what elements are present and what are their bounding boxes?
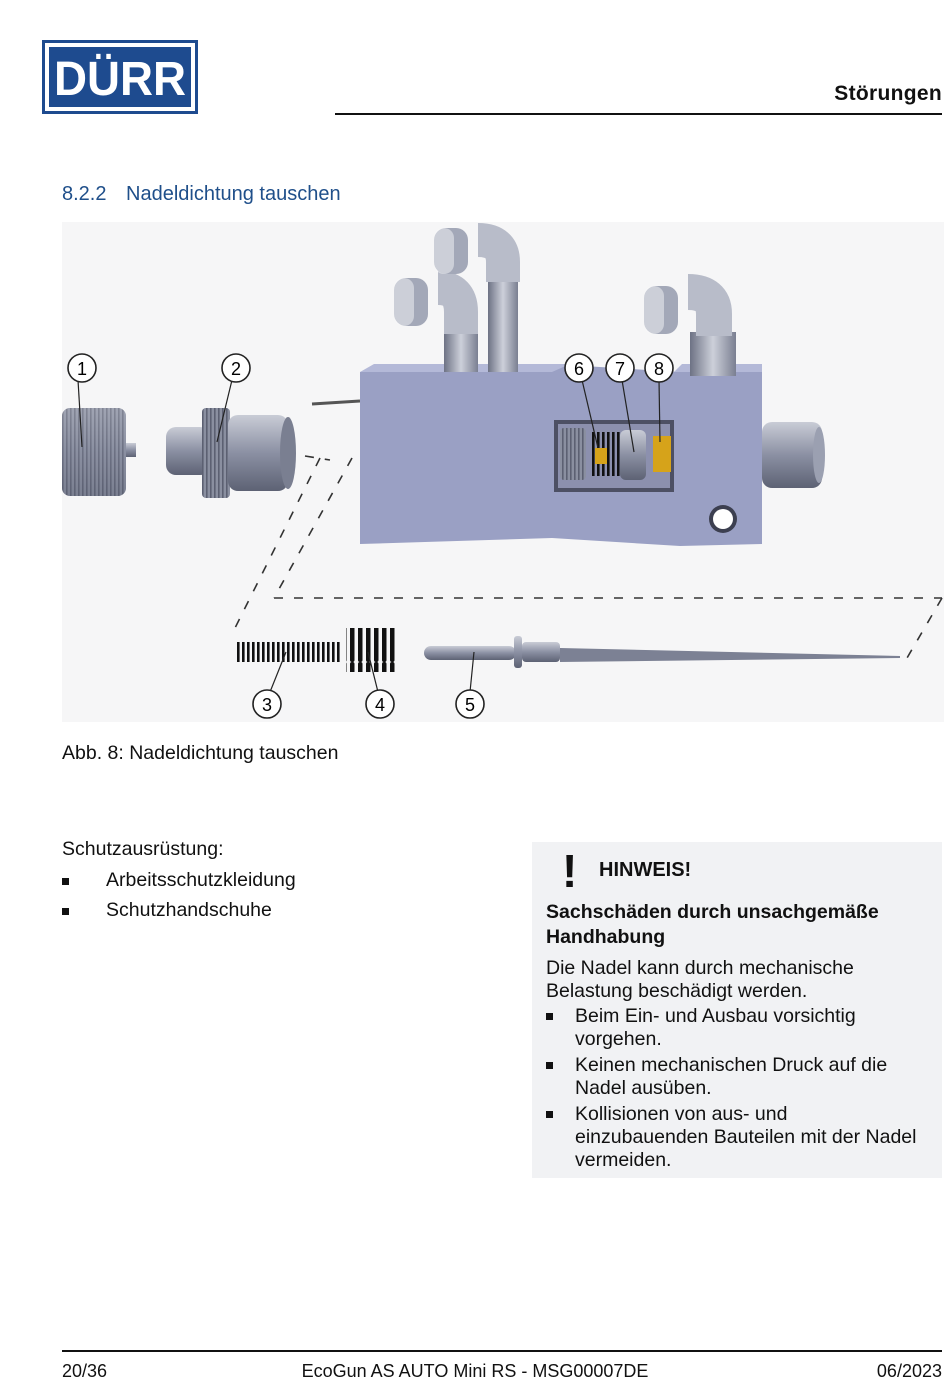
part-5-needle	[424, 636, 900, 693]
list-item: Kollisionen von aus- und einzubauenden B…	[546, 1103, 926, 1172]
svg-text:4: 4	[375, 695, 385, 715]
svg-text:2: 2	[231, 359, 241, 379]
list-item: Arbeitsschutzkleidung	[62, 869, 492, 892]
ppe-list: Arbeitsschutzkleidung Schutzhandschuhe	[62, 869, 492, 922]
callout-1: 1	[67, 353, 97, 383]
part-4-large-spring	[346, 628, 398, 693]
chapter-title: Störungen	[834, 82, 942, 105]
callout-4: 4	[365, 689, 395, 719]
exploded-view-figure: 1 2 3 4 5 6 7 8	[62, 222, 944, 722]
ppe-title: Schutzausrüstung:	[62, 838, 224, 860]
svg-text:DÜRR: DÜRR	[54, 53, 186, 106]
list-item: Schutzhandschuhe	[62, 899, 492, 922]
assembly-guide-lines	[231, 455, 943, 659]
section-number: 8.2.2	[62, 183, 107, 205]
svg-text:1: 1	[77, 359, 87, 379]
list-item: Keinen mechanischen Druck auf die Nadel …	[546, 1054, 926, 1100]
callout-3: 3	[252, 689, 282, 719]
svg-text:7: 7	[615, 359, 625, 379]
measures-list: Beim Ein- und Ausbau vorsichtig vorgehen…	[546, 1005, 926, 1175]
svg-text:8: 8	[654, 359, 664, 379]
page-number: 20/36	[62, 1361, 108, 1381]
part-1-knurled-cap	[62, 379, 136, 496]
durr-logo: DÜRR	[42, 40, 198, 114]
header-divider	[335, 113, 942, 115]
svg-text:6: 6	[574, 359, 584, 379]
hazard-title: Sachschäden durch unsachgemäße Handhabun…	[546, 901, 879, 948]
protective-equipment: Schutzausrüstung: Arbeitsschutzkleidung …	[62, 838, 492, 929]
callout-8: 8	[644, 353, 674, 383]
section-heading: 8.2.2 Nadeldichtung tauschen	[62, 183, 341, 206]
exclamation-icon: !	[562, 845, 578, 897]
figure-caption: Abb. 8: Nadeldichtung tauschen	[62, 742, 339, 764]
part-3-small-spring	[236, 642, 342, 693]
svg-text:3: 3	[262, 695, 272, 715]
list-item: Beim Ein- und Ausbau vorsichtig vorgehen…	[546, 1005, 926, 1051]
section-title: Nadeldichtung tauschen	[126, 183, 341, 205]
callout-7: 7	[605, 353, 635, 383]
callout-5: 5	[455, 689, 485, 719]
footer-divider	[62, 1350, 942, 1352]
signal-word: HINWEIS!	[599, 859, 692, 881]
hazard-description: Die Nadel kann durch mechanische Belastu…	[546, 957, 854, 1002]
document-date: 06/2023	[876, 1361, 942, 1381]
svg-text:5: 5	[465, 695, 475, 715]
part-2-threaded-sleeve	[166, 379, 296, 498]
needle-valve-block	[311, 223, 825, 546]
notice-box: ! HINWEIS! Sachschäden durch unsachgemäß…	[532, 842, 942, 1178]
callout-6: 6	[564, 353, 594, 383]
callout-2: 2	[221, 353, 251, 383]
document-title: EcoGun AS AUTO Mini RS - MSG00007DE	[301, 1361, 649, 1381]
